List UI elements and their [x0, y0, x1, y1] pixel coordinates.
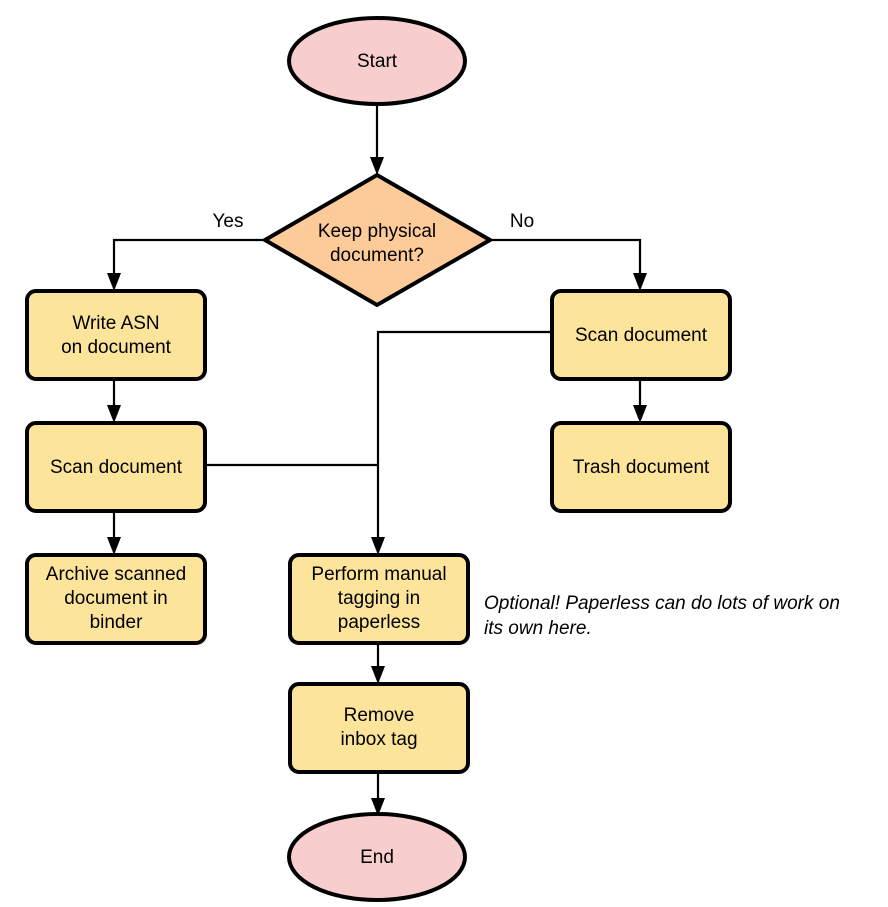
arrowhead-icon — [107, 405, 121, 423]
trash-document-label: Trash document — [573, 457, 710, 478]
start-ellipse[interactable] — [287, 16, 467, 106]
write-asn-box[interactable] — [25, 289, 207, 381]
node-end[interactable]: End — [287, 812, 467, 902]
edge-line — [376, 330, 552, 544]
arrowhead-icon — [371, 798, 385, 816]
arrowhead-icon — [633, 273, 647, 291]
remove-inbox-label-line1: Remove — [344, 705, 415, 726]
end-ellipse[interactable] — [287, 812, 467, 902]
trash-document-box[interactable] — [550, 421, 732, 513]
node-remove-inbox-tag[interactable]: Remove inbox tag — [288, 682, 470, 774]
archive-label-line2: document in — [64, 588, 168, 609]
archive-label-line3: binder — [90, 612, 143, 633]
note-line2: its own here. — [484, 618, 592, 639]
edge-decision-no-to-scan-right — [490, 238, 647, 291]
edge-decision-yes-to-write-asn — [107, 238, 265, 291]
manual-tagging-label-line2: tagging in — [338, 588, 420, 609]
write-asn-label-line2: on document — [61, 337, 172, 358]
scan-document-left-box[interactable] — [25, 421, 207, 513]
node-decision-keep-physical-document[interactable]: Keep physical document? — [261, 172, 495, 308]
manual-tagging-label-line1: Perform manual — [311, 564, 446, 585]
edge-start-to-decision — [370, 104, 384, 175]
annotation-note: Optional! Paperless can do lots of work … — [484, 593, 840, 639]
manual-tagging-label-line3: paperless — [338, 612, 420, 633]
node-scan-document-right[interactable]: Scan document — [550, 289, 732, 381]
note-line1: Optional! Paperless can do lots of work … — [484, 593, 840, 614]
edge-label-yes: Yes — [213, 211, 244, 232]
node-write-asn[interactable]: Write ASN on document — [25, 289, 207, 381]
arrowhead-icon — [107, 537, 121, 555]
archive-label-line1: Archive scanned — [46, 564, 186, 585]
edge-scan-right-to-manual-tag — [371, 330, 552, 555]
start-label: Start — [357, 51, 398, 72]
edge-line — [490, 238, 642, 280]
write-asn-label-line1: Write ASN — [72, 313, 159, 334]
edge-remove-inbox-to-end — [371, 771, 385, 816]
arrowhead-icon — [370, 157, 384, 175]
arrowhead-icon — [371, 537, 385, 555]
arrowhead-icon — [633, 405, 647, 423]
scan-document-right-box[interactable] — [550, 289, 732, 381]
archive-box[interactable] — [25, 553, 207, 645]
scan-document-right-label: Scan document — [575, 325, 708, 346]
edge-line — [112, 238, 265, 280]
edge-label-no: No — [510, 211, 534, 232]
node-trash-document[interactable]: Trash document — [550, 421, 732, 513]
node-archive-scanned-document[interactable]: Archive scanned document in binder — [25, 553, 207, 645]
scan-document-left-label: Scan document — [50, 457, 183, 478]
edge-scan-left-to-archive — [107, 511, 121, 555]
remove-inbox-tag-box[interactable] — [288, 682, 470, 774]
node-perform-manual-tagging[interactable]: Perform manual tagging in paperless — [288, 553, 470, 645]
arrowhead-icon — [371, 666, 385, 684]
node-scan-document-left[interactable]: Scan document — [25, 421, 207, 513]
remove-inbox-label-line2: inbox tag — [340, 729, 417, 750]
decision-label-line1: Keep physical — [318, 221, 436, 242]
edge-scan-right-to-trash — [633, 379, 647, 423]
decision-diamond[interactable] — [261, 172, 495, 308]
edge-manual-tag-to-remove-inbox — [371, 643, 385, 684]
node-start[interactable]: Start — [287, 16, 467, 106]
manual-tagging-box[interactable] — [288, 553, 470, 645]
end-label: End — [360, 847, 394, 868]
arrowhead-icon — [107, 273, 121, 291]
decision-label-line2: document? — [330, 245, 424, 266]
edge-write-asn-to-scan-left — [107, 379, 121, 423]
